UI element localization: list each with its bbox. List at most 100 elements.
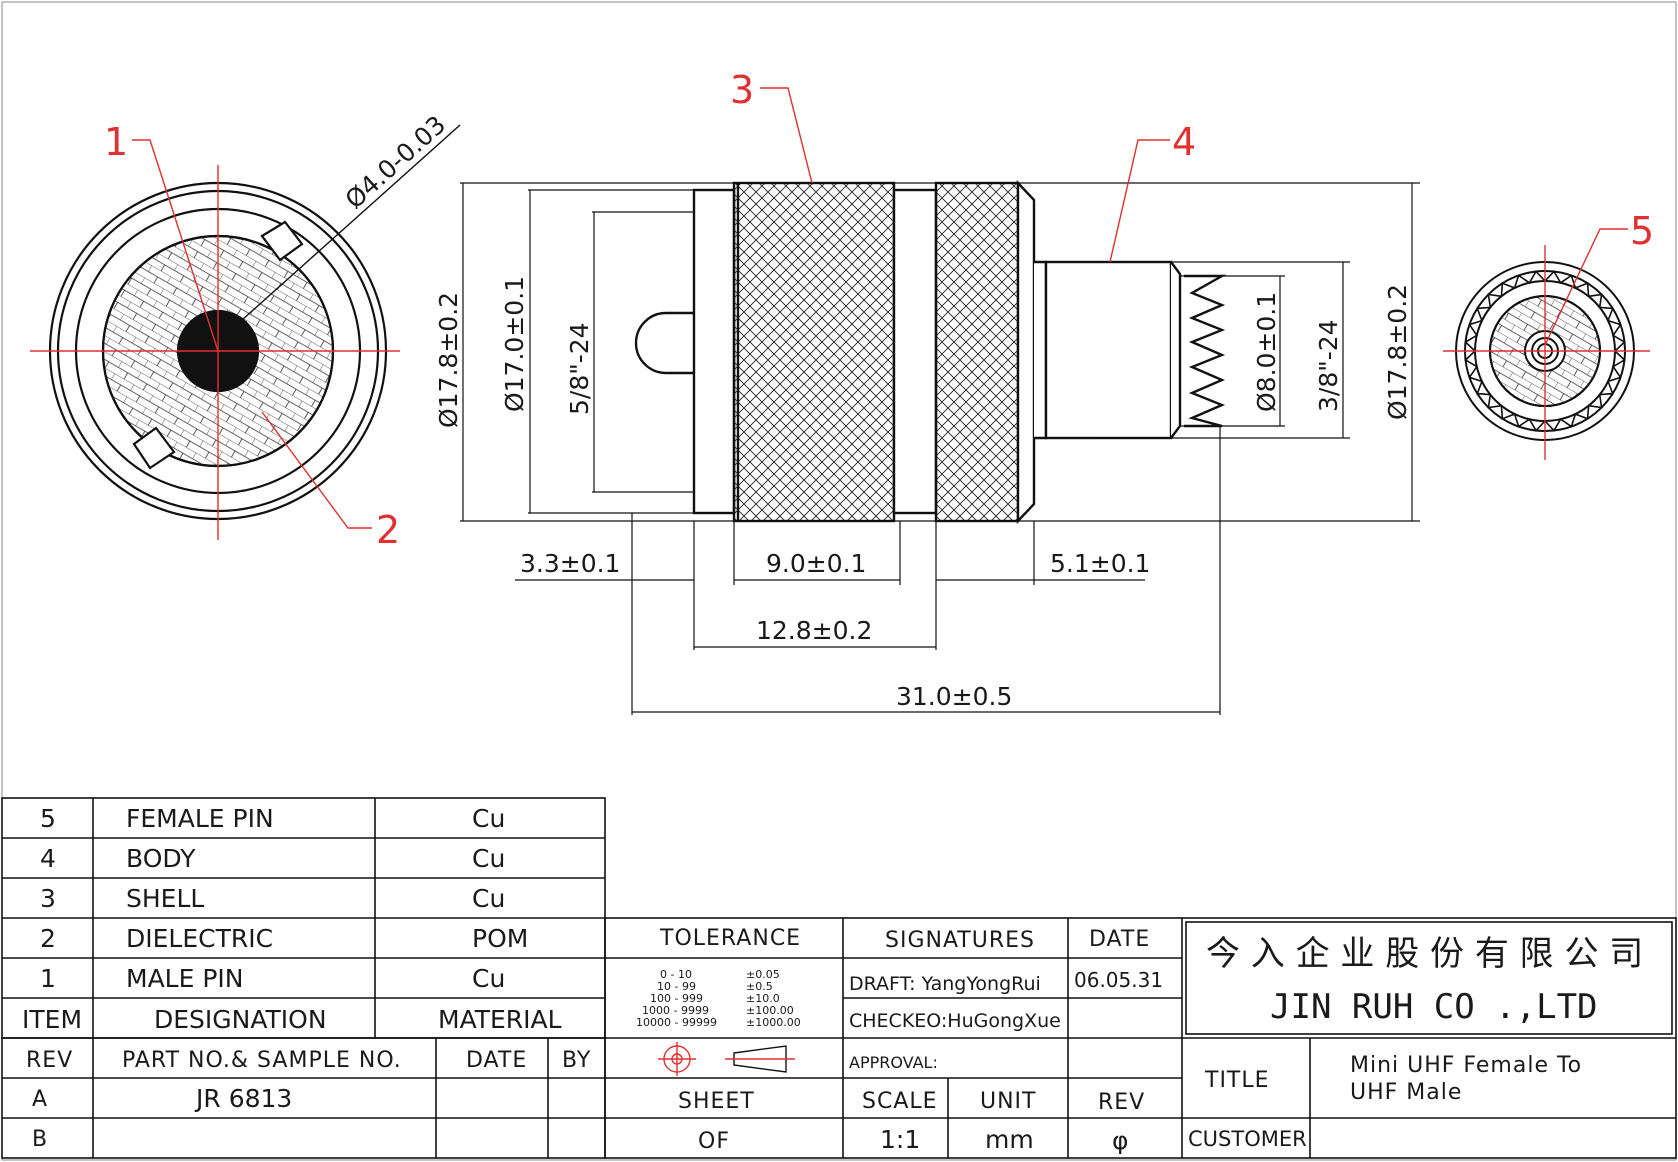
dim-od2: Ø17.0±0.1 <box>500 276 529 412</box>
callout-5-leader <box>1544 228 1628 346</box>
tol-value: ±1000.00 <box>746 1016 801 1029</box>
company-name-en: JIN RUH CO .,LTD <box>1270 987 1598 1027</box>
projection-symbol <box>658 1042 795 1076</box>
callout-2-leader <box>261 411 372 529</box>
rev-header-rev: REV <box>26 1048 73 1073</box>
bom-material: Cu <box>472 804 505 833</box>
bom-item: 5 <box>40 804 56 833</box>
tolerance-table: 0 - 10 ±0.05 10 - 99 ±0.5 100 - 999 ±10.… <box>636 968 801 1029</box>
callout-3-leader <box>760 87 813 184</box>
bom-item: 2 <box>40 924 56 953</box>
knurled-shell <box>732 181 896 523</box>
left-center-lines <box>30 165 400 540</box>
dim-9-0: 9.0±0.1 <box>766 549 866 578</box>
scale-label: SCALE <box>862 1089 938 1114</box>
dim-pin-od: Ø8.0±0.1 <box>1252 292 1281 412</box>
draft-signature: DRAFT: YangYongRui <box>849 973 1041 995</box>
bom-designation: MALE PIN <box>126 964 244 993</box>
draft-date: 06.05.31 <box>1074 968 1163 992</box>
company-name-cn: 今 入 企 业 股 份 有 限 公 司 <box>1206 934 1643 974</box>
callout-1-leader <box>132 139 219 352</box>
tol-range: 10 - 99 <box>657 980 696 993</box>
sheet-label: SHEET <box>678 1089 755 1114</box>
checked-signature: CHECKEO:HuGongXue <box>849 1010 1061 1032</box>
callout-2: 2 <box>376 508 400 552</box>
bom-item: 4 <box>40 844 56 873</box>
body-chamfer <box>1016 179 1036 525</box>
bom-item: 3 <box>40 884 56 913</box>
tol-range: 100 - 999 <box>650 992 703 1005</box>
dim-3-3: 3.3±0.1 <box>520 549 620 578</box>
signatures-label: SIGNATURES <box>885 928 1035 953</box>
dim-right-od: Ø17.8±0.2 <box>1383 284 1412 420</box>
side-view <box>634 179 1227 525</box>
rev-value: φ <box>1112 1126 1129 1155</box>
title-label: TITLE <box>1204 1068 1270 1093</box>
bom-item: 1 <box>40 964 56 993</box>
tol-value: ±0.5 <box>746 980 773 993</box>
dim-left-od: Ø17.8±0.2 <box>434 292 463 428</box>
rev-row-a-rev: A <box>32 1087 48 1112</box>
dimension-lines <box>460 182 1420 715</box>
bom-designation: DIELECTRIC <box>126 924 273 953</box>
approval-label: APPROVAL: <box>849 1053 938 1072</box>
bom-table <box>1 797 606 1039</box>
tolerance-label: TOLERANCE <box>659 926 801 951</box>
tol-range: 0 - 10 <box>660 968 692 981</box>
female-pin-teeth <box>1184 274 1227 428</box>
bom-material: POM <box>472 924 528 953</box>
bom-header-designation: DESIGNATION <box>154 1005 327 1034</box>
pin-diameter-leader <box>241 124 461 321</box>
left-slot-bottom <box>132 426 176 470</box>
dim-thread-right: 3/8"-24 <box>1314 319 1343 412</box>
rev-row-a-part: JR 6813 <box>194 1084 292 1113</box>
title-line-2: UHF Male <box>1350 1080 1462 1105</box>
dim-31-0: 31.0±0.5 <box>896 682 1012 711</box>
bom-header-item: ITEM <box>22 1005 82 1034</box>
bom-designation: FEMALE PIN <box>126 804 274 833</box>
threaded-body <box>1044 260 1173 440</box>
knurled-body <box>934 181 1020 523</box>
left-collar <box>692 188 736 515</box>
title-line-1: Mini UHF Female To <box>1350 1053 1582 1078</box>
unit-value: mm <box>985 1125 1034 1154</box>
callout-5: 5 <box>1630 209 1654 253</box>
date-label: DATE <box>1089 927 1150 952</box>
unit-label: UNIT <box>980 1089 1037 1114</box>
callout-4-leader <box>1109 139 1170 263</box>
revision-rows: REV PART NO.& SAMPLE NO. DATE BY A JR 68… <box>26 1048 591 1152</box>
rev-header-part: PART NO.& SAMPLE NO. <box>122 1048 402 1073</box>
middle-neck <box>892 188 938 515</box>
customer-label: CUSTOMER <box>1188 1127 1307 1151</box>
thread-end <box>1170 261 1182 439</box>
bom-designation: BODY <box>126 844 196 873</box>
rev-label: REV <box>1098 1090 1145 1115</box>
bom-rows: 5 FEMALE PIN Cu 4 BODY Cu 3 SHELL Cu 2 D… <box>22 804 562 1034</box>
dim-12-8: 12.8±0.2 <box>756 616 872 645</box>
rev-header-by: BY <box>562 1048 591 1073</box>
pin-diameter-label: Ø4.0-0.03 <box>340 110 452 215</box>
rev-row-b-rev: B <box>32 1127 48 1152</box>
bom-material: Cu <box>472 884 505 913</box>
tol-value: ±100.00 <box>746 1004 794 1017</box>
title-block-grid <box>604 917 1677 1159</box>
callout-4: 4 <box>1172 120 1196 164</box>
bom-designation: SHELL <box>126 884 204 913</box>
rev-header-date: DATE <box>466 1048 527 1073</box>
tol-range: 1000 - 9999 <box>642 1004 709 1017</box>
callout-3: 3 <box>730 68 754 112</box>
scale-value: 1:1 <box>880 1125 920 1154</box>
dim-thread-left: 5/8"-24 <box>565 322 594 415</box>
tol-value: ±0.05 <box>746 968 780 981</box>
bom-material: Cu <box>472 844 505 873</box>
of-label: OF <box>698 1129 730 1154</box>
left-slot-top <box>260 220 304 262</box>
right-center-lines <box>1443 245 1650 460</box>
dim-5-1: 5.1±0.1 <box>1050 549 1150 578</box>
pin-tip <box>634 311 694 375</box>
callout-1: 1 <box>104 120 128 164</box>
thread-step <box>1034 260 1048 440</box>
tol-range: 10000 - 99999 <box>636 1016 717 1029</box>
